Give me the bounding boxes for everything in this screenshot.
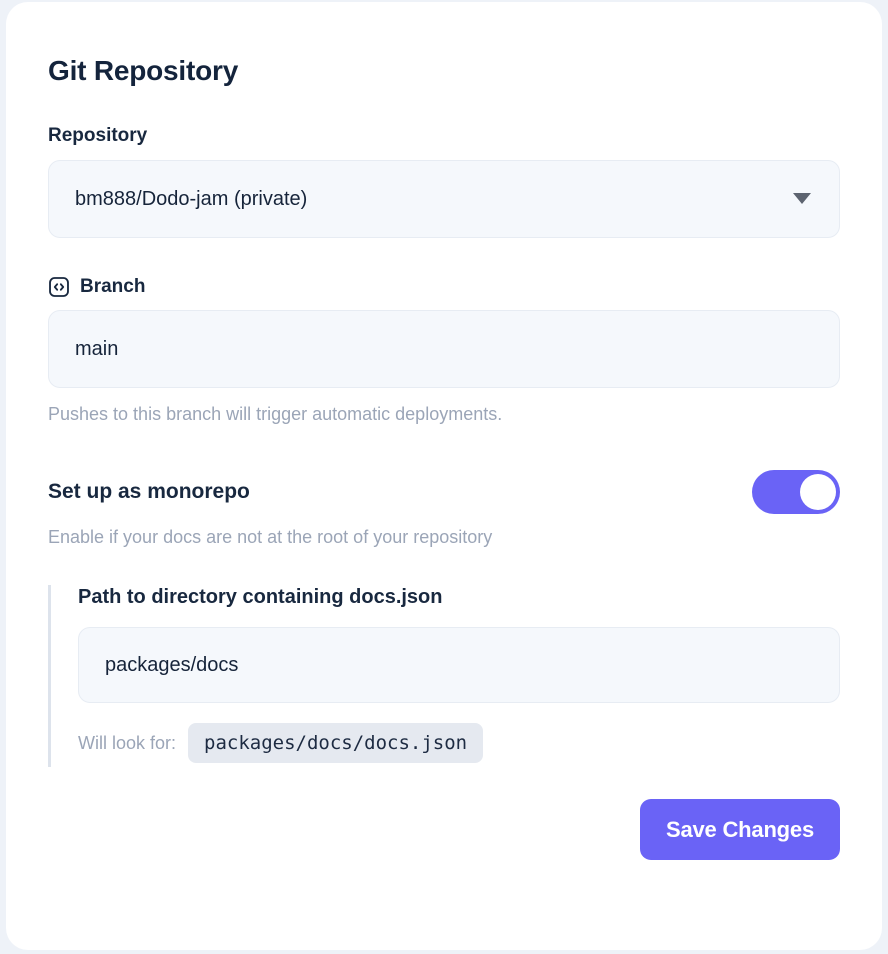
repository-select[interactable]: bm888/Dodo-jam (private) (48, 159, 840, 238)
code-brackets-icon (48, 276, 70, 298)
git-repository-card: Git Repository Repository bm888/Dodo-jam… (6, 2, 882, 950)
monorepo-subtext: Enable if your docs are not at the root … (48, 526, 493, 547)
branch-label: Branch (80, 275, 146, 297)
monorepo-path-value: packages/docs (105, 653, 239, 676)
monorepo-path-heading: Path to directory containing docs.json (78, 586, 443, 609)
will-look-for-row: Will look for: packages/docs/docs.json (78, 723, 840, 764)
card-content: Git Repository Repository bm888/Dodo-jam… (6, 2, 882, 861)
monorepo-toggle-knob (800, 473, 836, 510)
branch-input-value: main (75, 337, 119, 360)
page-title: Git Repository (48, 55, 239, 86)
will-look-for-path: packages/docs/docs.json (188, 723, 484, 764)
monorepo-title: Set up as monorepo (48, 479, 250, 503)
monorepo-path-input[interactable]: packages/docs (78, 627, 840, 704)
will-look-for-label: Will look for: (78, 732, 177, 753)
monorepo-path-panel: Path to directory containing docs.json p… (48, 585, 840, 768)
repository-selected-value: bm888/Dodo-jam (private) (75, 187, 308, 210)
branch-input[interactable]: main (48, 310, 840, 389)
save-changes-button[interactable]: Save Changes (639, 799, 840, 861)
branch-label-row: Branch (48, 276, 840, 299)
card-footer: Save Changes (48, 799, 840, 861)
monorepo-toggle[interactable] (752, 469, 840, 514)
monorepo-toggle-row: Set up as monorepo (48, 469, 840, 514)
repository-label: Repository (48, 124, 148, 146)
branch-helper-text: Pushes to this branch will trigger autom… (48, 404, 503, 425)
chevron-down-icon (793, 193, 811, 205)
